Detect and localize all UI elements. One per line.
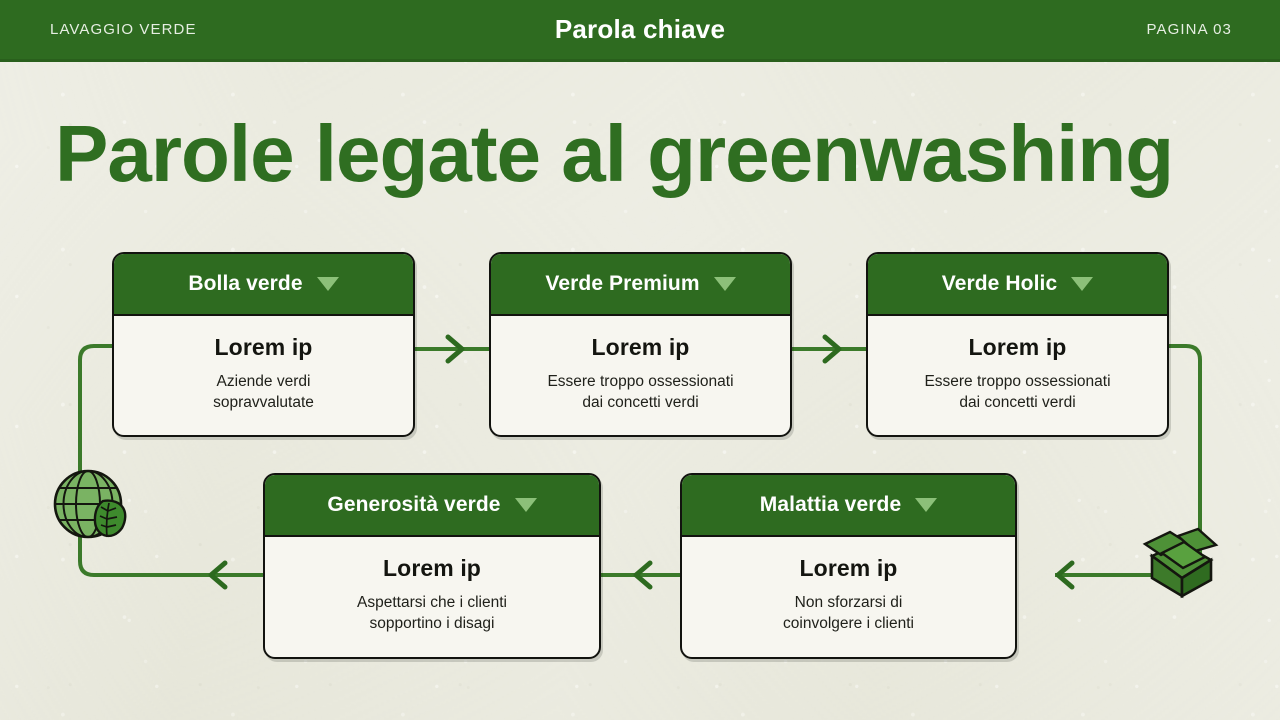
arrow-generosita-to-bolla [208,560,228,590]
chevron-down-icon[interactable] [915,498,938,512]
arrow-premium-to-holic [822,334,842,364]
arrow-malattia-to-generosita [633,560,653,590]
chevron-down-icon[interactable] [1071,277,1094,291]
card-header-bolla-verde[interactable]: Bolla verde [114,254,413,316]
chevron-down-icon[interactable] [316,277,339,291]
card-malattia-verde[interactable]: Malattia verde Lorem ip Non sforzarsi di… [680,473,1017,659]
topbar-title: Parola chiave [554,14,726,44]
card-heading: Lorem ip [968,334,1067,360]
card-title: Generosità verde [327,493,501,516]
card-header-verde-holic[interactable]: Verde Holic [868,254,1167,316]
card-heading: Lorem ip [214,334,313,360]
top-bar: LAVAGGIO VERDE Parola chiave PAGINA 03 [0,0,1280,62]
card-title: Bolla verde [188,272,303,295]
card-title: Malattia verde [759,493,902,516]
page-title: Parole legate al greenwashing [55,109,1174,198]
card-body-verde-holic: Lorem ip Essere troppo ossessionati dai … [868,316,1167,429]
card-body-verde-premium: Lorem ip Essere troppo ossessionati dai … [491,316,790,429]
card-title: Verde Premium [545,272,700,295]
globe-leaf-icon [53,469,127,539]
card-description: Aspettarsi che i clienti sopportino i di… [357,594,507,632]
card-body-malattia-verde: Lorem ip Non sforzarsi di coinvolgere i … [682,537,1015,650]
chevron-down-icon[interactable] [514,498,537,512]
card-body-generosita-verde: Lorem ip Aspettarsi che i clienti soppor… [265,537,599,650]
topbar-left-label: LAVAGGIO VERDE [50,21,197,38]
card-title: Verde Holic [941,272,1058,295]
chevron-down-icon[interactable] [713,277,736,291]
card-heading: Lorem ip [799,555,898,581]
card-verde-holic[interactable]: Verde Holic Lorem ip Essere troppo osses… [866,252,1169,437]
card-heading: Lorem ip [591,334,690,360]
open-box-icon [1142,527,1219,599]
card-generosita-verde[interactable]: Generosità verde Lorem ip Aspettarsi che… [263,473,601,659]
arrow-bolla-to-premium [445,334,465,364]
card-bolla-verde[interactable]: Bolla verde Lorem ip Aziende verdi sopra… [112,252,415,437]
card-description: Aziende verdi sopravvalutate [213,373,314,411]
card-description: Essere troppo ossessionati dai concetti … [547,373,734,411]
card-header-verde-premium[interactable]: Verde Premium [491,254,790,316]
card-header-malattia-verde[interactable]: Malattia verde [682,475,1015,537]
connector-left-wrap [78,344,210,577]
card-verde-premium[interactable]: Verde Premium Lorem ip Essere troppo oss… [489,252,792,437]
arrow-holic-to-malattia [1055,560,1075,590]
topbar-page-label: PAGINA 03 [1146,21,1232,38]
card-description: Non sforzarsi di coinvolgere i clienti [783,594,914,632]
card-heading: Lorem ip [383,555,481,581]
card-header-generosita-verde[interactable]: Generosità verde [265,475,599,537]
card-body-bolla-verde: Lorem ip Aziende verdi sopravvalutate [114,316,413,429]
card-description: Essere troppo ossessionati dai concetti … [924,373,1111,411]
